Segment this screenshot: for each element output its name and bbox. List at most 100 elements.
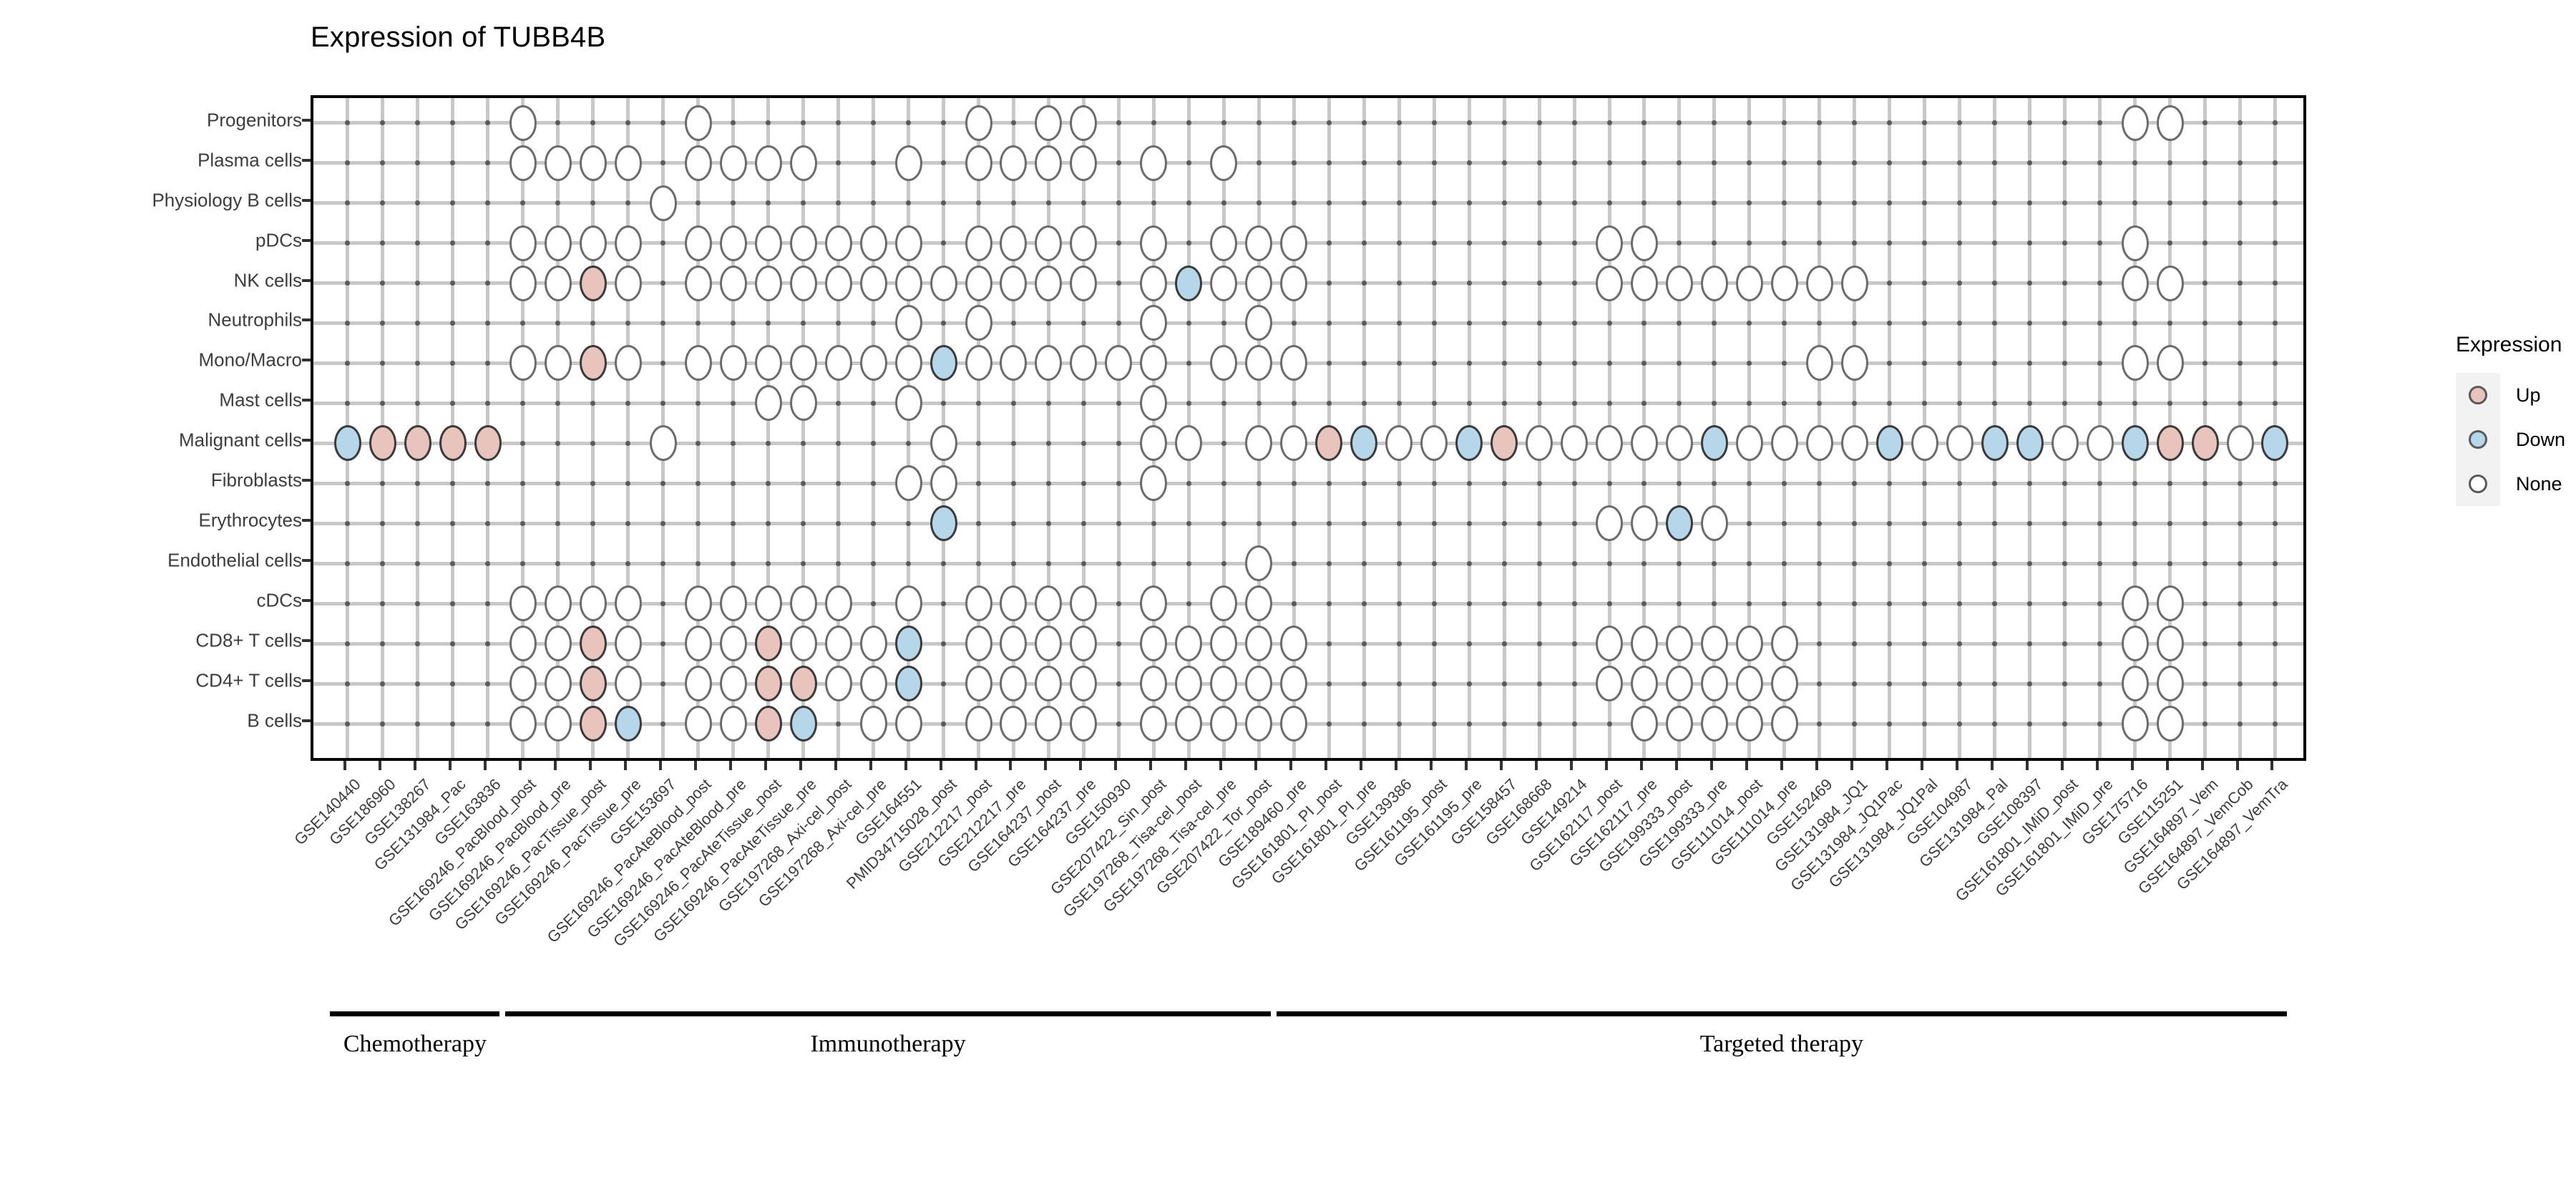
grid-node bbox=[1466, 240, 1472, 246]
expression-dot bbox=[1596, 505, 1623, 542]
grid-node bbox=[1536, 281, 1542, 286]
expression-dot bbox=[1175, 666, 1203, 702]
grid-node bbox=[1992, 200, 1998, 206]
legend-item[interactable]: Down bbox=[2456, 417, 2565, 462]
x-tick-mark bbox=[2235, 761, 2239, 770]
grid-node bbox=[1747, 520, 1752, 526]
grid-node bbox=[1431, 560, 1437, 566]
grid-node bbox=[1536, 601, 1542, 606]
grid-node bbox=[1887, 601, 1893, 606]
gridline-vertical bbox=[766, 98, 771, 758]
grid-node bbox=[766, 480, 771, 486]
grid-node bbox=[1326, 281, 1332, 286]
grid-node bbox=[1431, 681, 1437, 686]
grid-node bbox=[1957, 160, 1963, 166]
x-tick-mark bbox=[1535, 761, 1538, 770]
grid-node bbox=[906, 520, 912, 526]
grid-node bbox=[2062, 120, 2068, 126]
expression-dot bbox=[509, 105, 537, 141]
x-tick-mark bbox=[658, 761, 662, 770]
y-tick-mark bbox=[302, 238, 311, 242]
grid-node bbox=[415, 120, 421, 126]
expression-dot bbox=[1140, 345, 1168, 381]
grid-node bbox=[1501, 120, 1507, 126]
grid-node bbox=[1010, 440, 1016, 446]
grid-node bbox=[1887, 281, 1893, 286]
expression-dot bbox=[859, 706, 887, 742]
grid-node bbox=[1186, 601, 1191, 606]
legend-item[interactable]: None bbox=[2456, 462, 2565, 506]
x-tick-mark bbox=[1815, 761, 1818, 770]
grid-node bbox=[1431, 200, 1437, 206]
grid-node bbox=[1677, 601, 1682, 606]
grid-node bbox=[1957, 360, 1963, 366]
grid-node bbox=[2202, 681, 2208, 686]
grid-node bbox=[485, 681, 491, 686]
expression-dot bbox=[1245, 345, 1273, 381]
grid-node bbox=[415, 601, 421, 606]
grid-node bbox=[1151, 200, 1156, 206]
grid-node bbox=[1606, 601, 1612, 606]
grid-node bbox=[1782, 320, 1787, 326]
expression-dot bbox=[930, 265, 957, 301]
grid-node bbox=[660, 360, 666, 366]
grid-node bbox=[345, 240, 351, 246]
expression-dot bbox=[965, 345, 992, 381]
legend-item[interactable]: Up bbox=[2456, 373, 2565, 417]
grid-node bbox=[1256, 160, 1262, 166]
grid-node bbox=[2272, 120, 2278, 126]
grid-node bbox=[1431, 160, 1437, 166]
grid-node bbox=[1677, 480, 1682, 486]
grid-node bbox=[2272, 360, 2278, 366]
grid-node bbox=[1677, 560, 1682, 566]
grid-node bbox=[1361, 281, 1367, 286]
grid-node bbox=[1641, 601, 1647, 606]
grid-node bbox=[660, 641, 666, 646]
x-tick-mark bbox=[623, 761, 627, 770]
grid-node bbox=[380, 480, 386, 486]
x-tick-mark bbox=[343, 761, 346, 770]
expression-dot bbox=[614, 345, 642, 381]
grid-node bbox=[1606, 360, 1612, 366]
grid-node bbox=[1571, 721, 1577, 726]
grid-node bbox=[871, 520, 877, 526]
grid-node bbox=[1466, 160, 1472, 166]
grid-node bbox=[1396, 560, 1402, 566]
expression-dot bbox=[1210, 345, 1238, 381]
grid-node bbox=[1536, 160, 1542, 166]
grid-node bbox=[2097, 601, 2103, 606]
grid-node bbox=[2202, 641, 2208, 646]
grid-node bbox=[2202, 480, 2208, 486]
grid-node bbox=[1010, 400, 1016, 406]
grid-node bbox=[1221, 200, 1226, 206]
expression-dot bbox=[1140, 706, 1168, 742]
grid-node bbox=[1536, 400, 1542, 406]
grid-node bbox=[1080, 200, 1086, 206]
grid-node bbox=[2272, 320, 2278, 326]
expression-dot bbox=[544, 666, 572, 702]
expression-dot bbox=[894, 585, 922, 622]
grid-node bbox=[415, 360, 421, 366]
grid-node bbox=[1361, 160, 1367, 166]
grid-node bbox=[345, 560, 351, 566]
y-tick-label: Progenitors bbox=[207, 109, 302, 131]
grid-node bbox=[450, 721, 456, 726]
grid-node bbox=[1466, 120, 1472, 126]
grid-node bbox=[1396, 360, 1402, 366]
grid-node bbox=[2202, 400, 2208, 406]
expression-dot bbox=[684, 225, 712, 261]
expression-dot bbox=[894, 626, 922, 662]
grid-node bbox=[1431, 721, 1437, 726]
grid-node bbox=[1852, 480, 1858, 486]
grid-node bbox=[555, 320, 561, 326]
grid-node bbox=[1326, 240, 1332, 246]
expression-dot bbox=[789, 666, 817, 702]
grid-node bbox=[2272, 160, 2278, 166]
grid-node bbox=[1852, 520, 1858, 526]
grid-node bbox=[1712, 400, 1717, 406]
expression-dot bbox=[684, 265, 712, 301]
grid-node bbox=[1641, 560, 1647, 566]
grid-node bbox=[2097, 160, 2103, 166]
x-tick-mark bbox=[1044, 761, 1048, 770]
grid-node bbox=[415, 560, 421, 566]
